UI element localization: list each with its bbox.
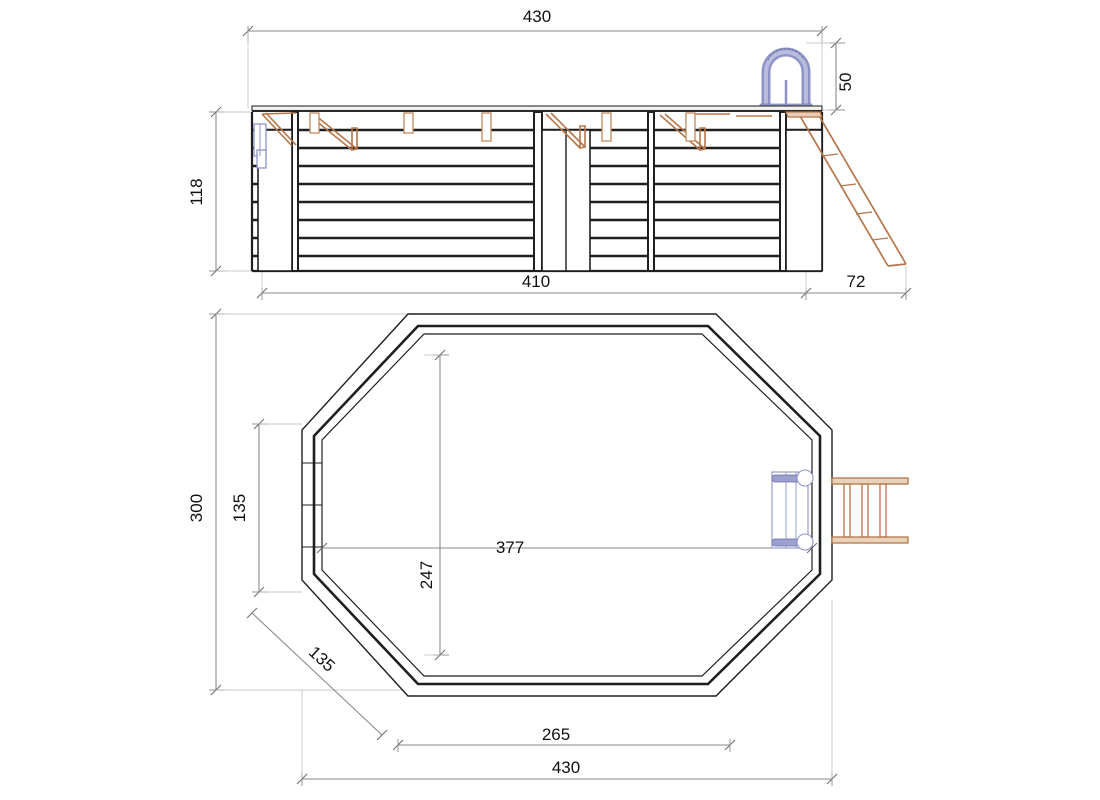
dim-377: 377 xyxy=(316,538,818,557)
dim-265: 265 xyxy=(392,725,736,752)
outside-step-ladder xyxy=(785,111,907,267)
dim-300-depth: 300 xyxy=(187,308,410,696)
dim-300-label: 300 xyxy=(187,494,206,522)
dim-line xyxy=(251,612,383,736)
plan-view: 300 135 135 xyxy=(187,308,909,786)
dim-410-label: 410 xyxy=(522,272,550,291)
inside-ladder xyxy=(541,129,591,272)
elevation-view: 430 50 118 xyxy=(187,7,912,300)
external-ladder-plan xyxy=(831,477,909,544)
timber-hangers xyxy=(309,112,696,142)
diagonal-braces xyxy=(261,112,772,151)
dim-50-handrail: 50 xyxy=(806,37,855,116)
right-corner-facet xyxy=(785,129,823,272)
octagon-inner-wall xyxy=(321,333,813,677)
dim-118-height: 118 xyxy=(187,106,252,277)
dim-247: 247 xyxy=(417,349,449,661)
dim-135-side: 135 xyxy=(230,418,302,598)
dim-72-label: 72 xyxy=(847,272,866,291)
skimmer-icon xyxy=(253,123,267,169)
dim-430-top-label: 430 xyxy=(523,7,551,26)
dim-72: 72 xyxy=(806,266,912,300)
dim-430-plan: 430 xyxy=(296,600,838,786)
dim-265-label: 265 xyxy=(542,725,570,744)
dim-118-label: 118 xyxy=(187,178,206,205)
handrail-anchor-plan xyxy=(771,469,814,551)
dim-430-plan-label: 430 xyxy=(552,758,580,777)
octagon-wall-thickness xyxy=(312,324,822,686)
dim-430-top: 430 xyxy=(242,7,828,108)
dim-247-label: 247 xyxy=(417,561,436,589)
dim-377-label: 377 xyxy=(496,538,524,557)
left-panel-joints xyxy=(302,462,322,548)
dim-50-label: 50 xyxy=(836,73,855,92)
pool-wall-elevation xyxy=(250,111,824,273)
dim-410: 410 xyxy=(256,272,812,300)
dim-135-side-label: 135 xyxy=(230,494,249,522)
coping-rail xyxy=(251,105,823,113)
